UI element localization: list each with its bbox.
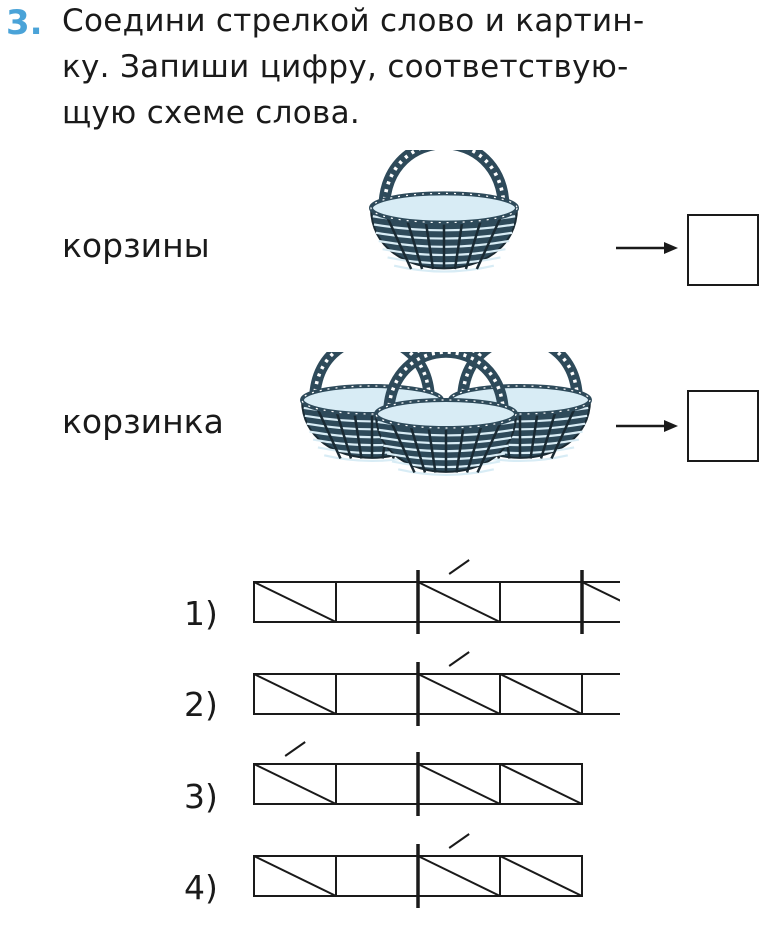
- task-number: 3.: [6, 3, 43, 43]
- arrow-icon: [616, 420, 678, 432]
- stress-mark: [448, 559, 470, 575]
- word-korziny[interactable]: корзины: [62, 226, 210, 265]
- scheme-label-4: 4): [184, 868, 218, 907]
- scheme-cell: [417, 673, 501, 715]
- scheme-cell: [253, 673, 337, 715]
- syllable-scheme-1: [253, 559, 620, 634]
- word-korzinka[interactable]: корзинка: [62, 402, 224, 441]
- answer-box-2[interactable]: [687, 390, 759, 462]
- scheme-cell: [417, 581, 501, 623]
- scheme-cell: [417, 855, 501, 897]
- syllable-scheme-3: [253, 741, 583, 816]
- task-text-line-3: щую схеме слова.: [62, 95, 361, 131]
- task-text-line-1: Соедини стрелкой слово и картин-: [62, 3, 645, 39]
- scheme-cell: [253, 763, 337, 805]
- stress-mark: [448, 833, 470, 849]
- stress-mark: [448, 651, 470, 667]
- task-text-line-2: ку. Запиши цифру, соответствую-: [62, 49, 629, 85]
- scheme-label-3: 3): [184, 777, 218, 816]
- scheme-label-1: 1): [184, 594, 218, 633]
- basket-icon[interactable]: [368, 150, 520, 300]
- scheme-cell: [499, 855, 583, 897]
- scheme-cell: [499, 763, 583, 805]
- scheme-cell: [253, 855, 337, 897]
- scheme-cell: [499, 673, 583, 715]
- scheme-cell: [581, 581, 620, 622]
- scheme-cell: [253, 581, 337, 623]
- three-baskets-icon[interactable]: [300, 352, 592, 498]
- answer-box-1[interactable]: [687, 214, 759, 286]
- syllable-scheme-2: [253, 651, 620, 726]
- scheme-cell: [417, 763, 501, 805]
- arrow-icon: [616, 242, 678, 254]
- stress-mark: [284, 741, 306, 757]
- syllable-scheme-4: [253, 833, 583, 908]
- scheme-label-2: 2): [184, 685, 218, 724]
